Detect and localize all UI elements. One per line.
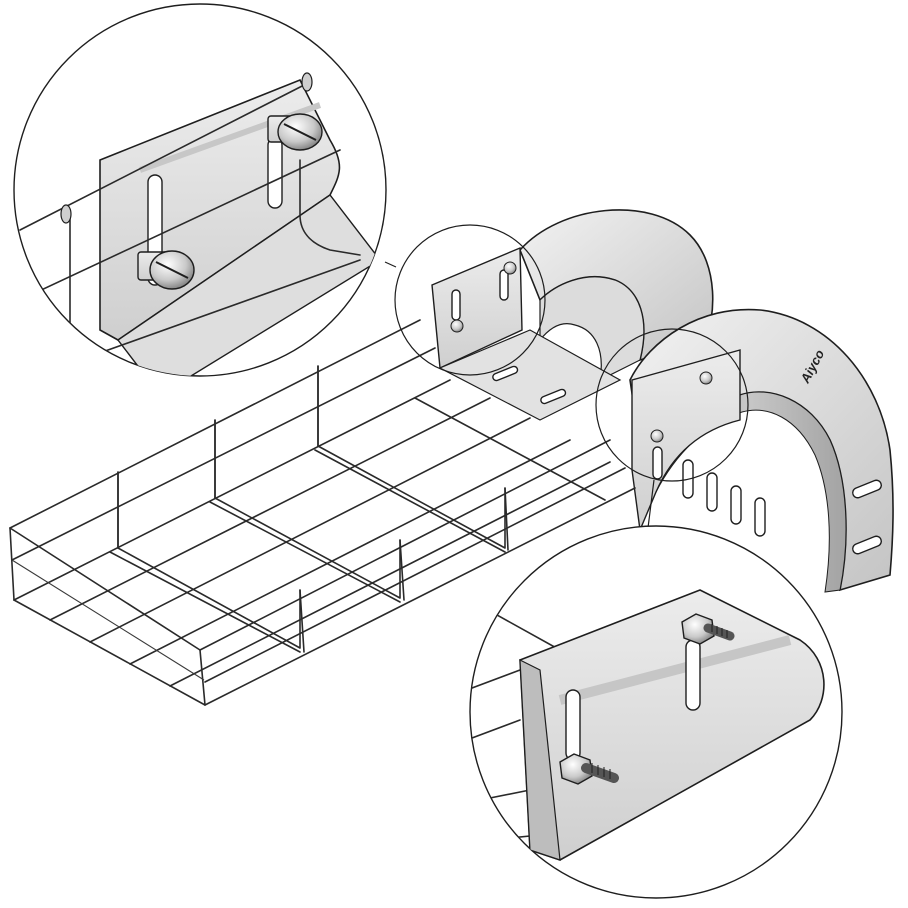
tray-right-side-wall (199, 439, 626, 706)
tray-floor-cross-wires (13, 397, 606, 706)
detail-callout-bottom-right (469, 525, 843, 899)
leader-line-right (647, 479, 655, 529)
tray-floor-longitudinal-wires (13, 379, 636, 706)
bolt-fixing-lower (559, 753, 619, 785)
clamp-fixing-upper (267, 113, 323, 151)
wire-mesh-tray (9, 319, 636, 706)
bend-edge-slots (852, 479, 882, 555)
small-callout-right (595, 328, 749, 482)
bolt-fixing-upper (681, 613, 735, 645)
bend-fitting: Aiyco (519, 209, 894, 593)
top-connection-plate (431, 246, 622, 421)
clamp-fixing-lower (137, 250, 195, 290)
bend-inner-floor (539, 276, 645, 382)
side-connection-bolts (650, 371, 713, 443)
bend-end-plate (631, 349, 741, 533)
tray-end-wire (9, 527, 201, 651)
tray-left-side-wall (9, 319, 506, 649)
small-callout-top (394, 224, 546, 376)
leader-line-top (384, 261, 397, 268)
tray-end-wire-lower (11, 559, 205, 681)
detail-callout-top-left (13, 3, 387, 377)
bend-plate-slots (652, 446, 766, 537)
